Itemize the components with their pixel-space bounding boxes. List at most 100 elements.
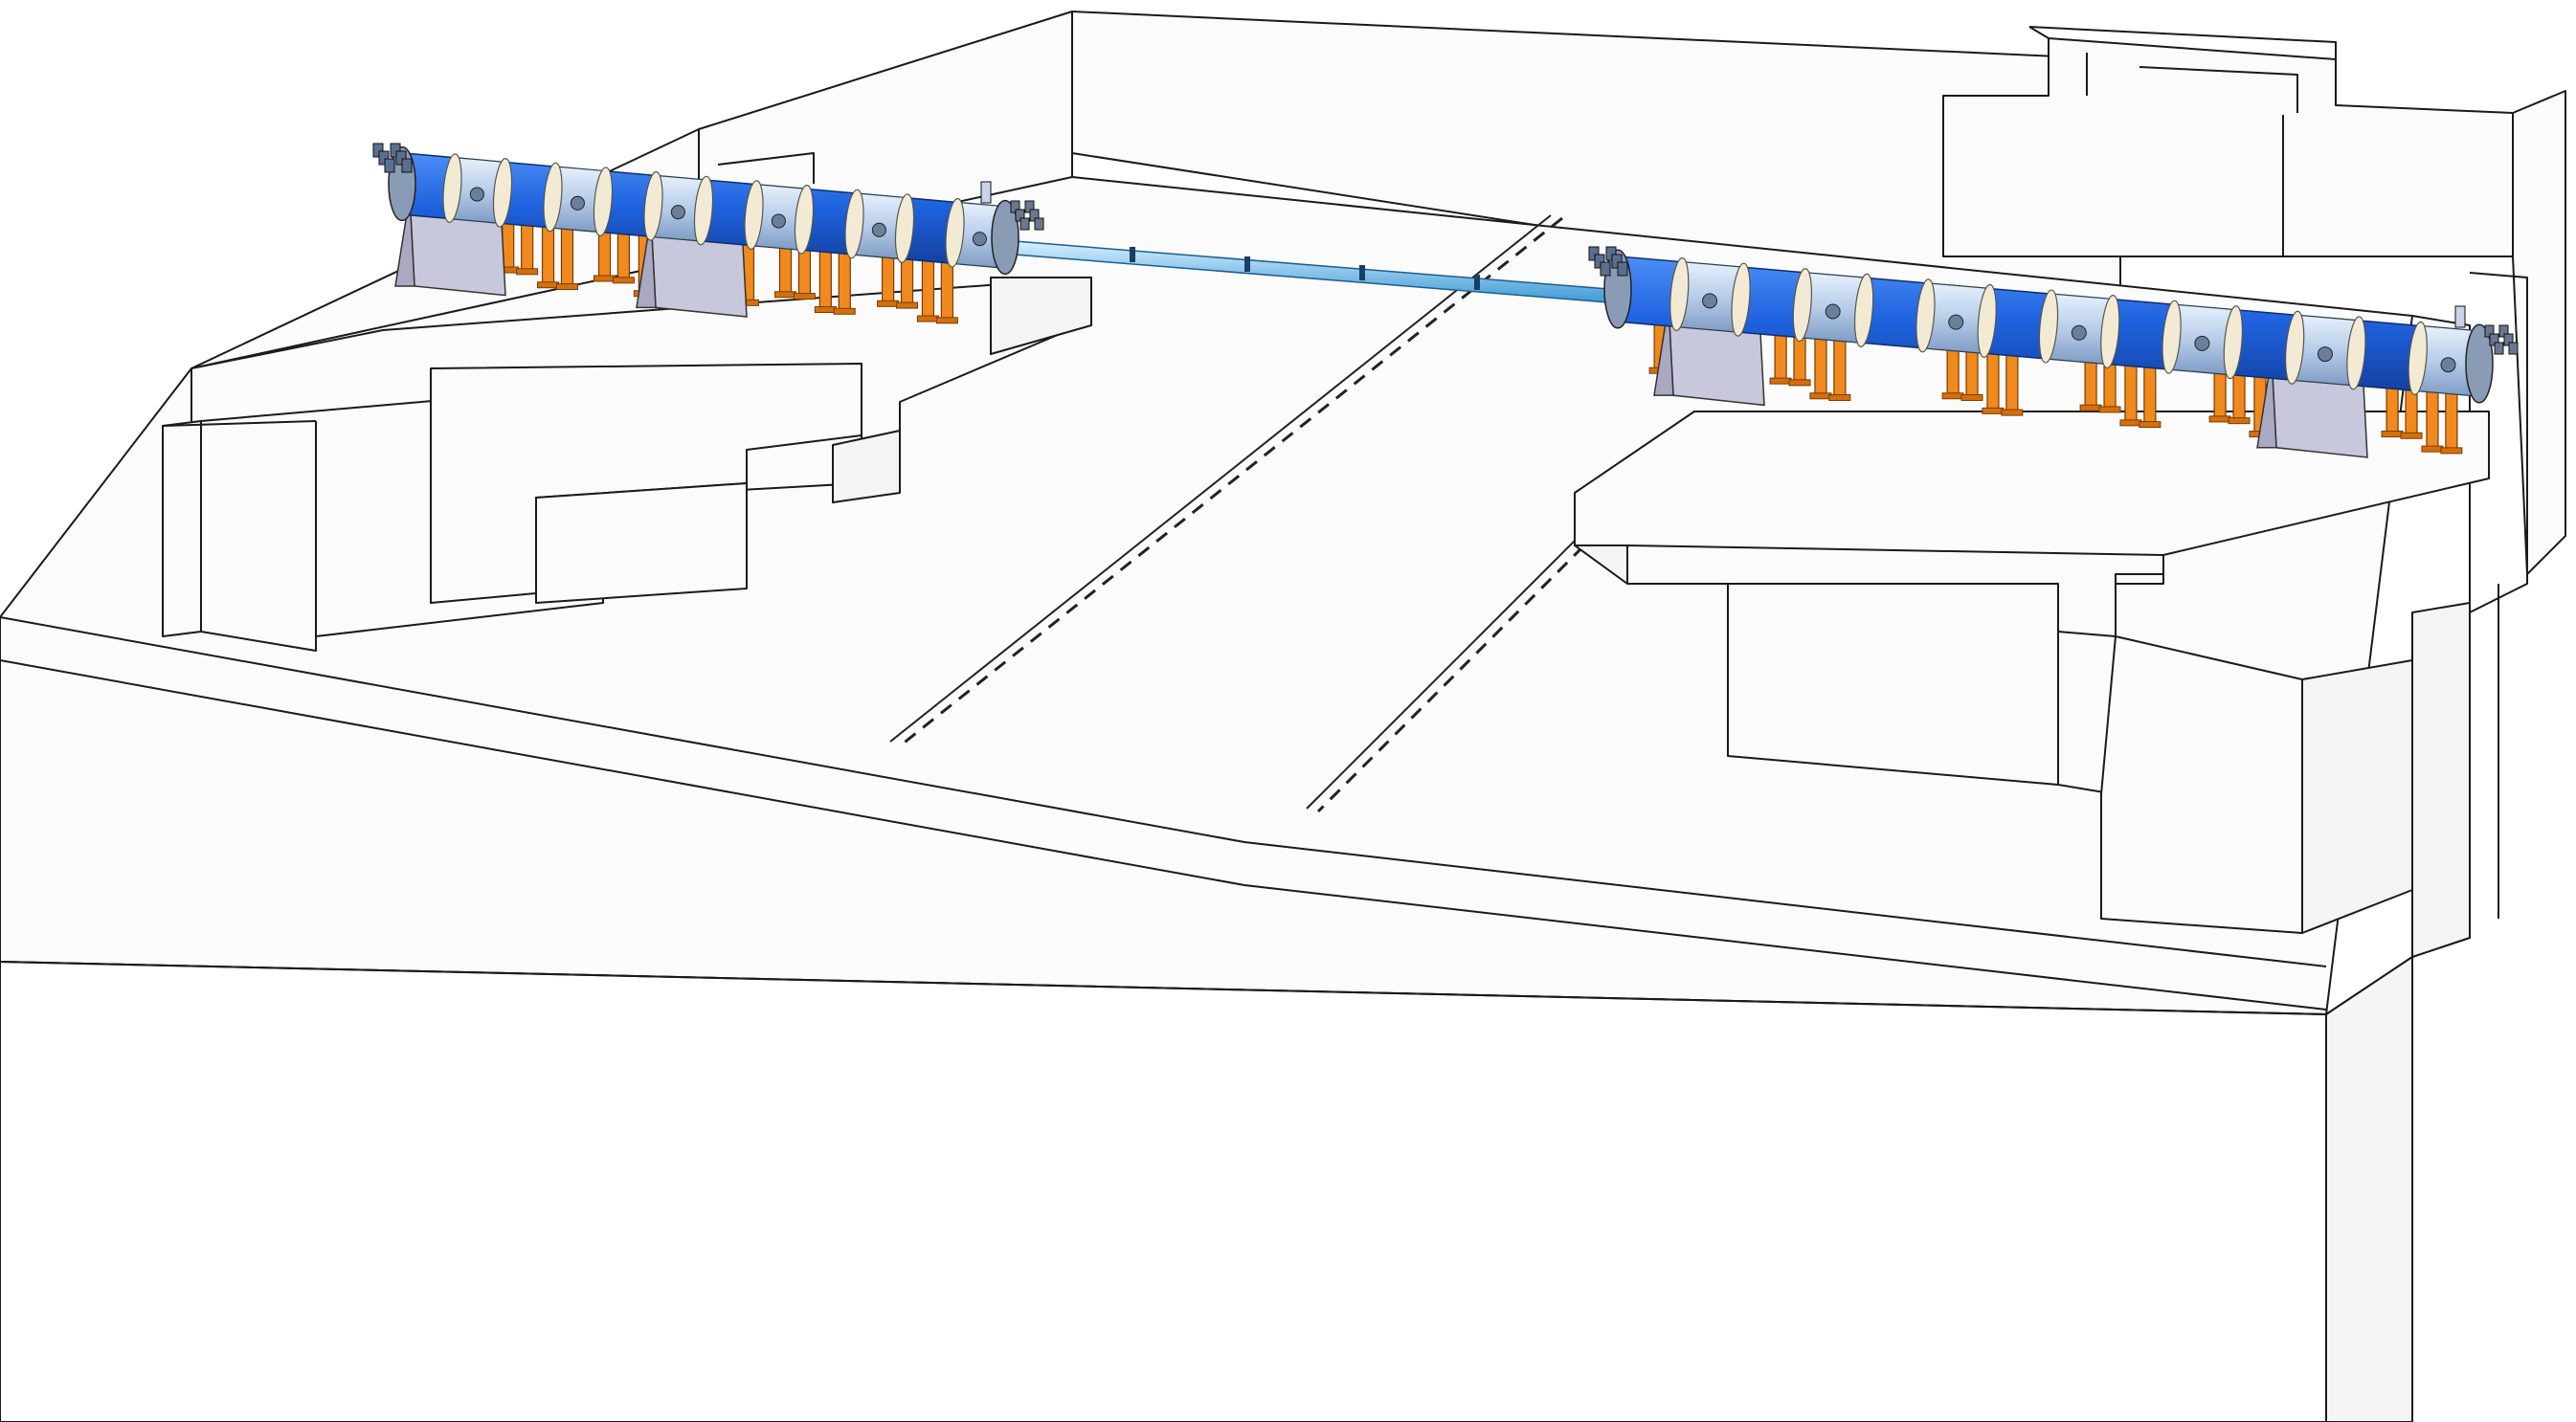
support-foot <box>2400 432 2423 439</box>
support-foot <box>877 300 900 307</box>
support-foot <box>2139 421 2162 429</box>
support-foot <box>555 283 578 291</box>
flange-ring <box>1669 257 1690 332</box>
instrument-box <box>1600 261 1611 277</box>
instrument-box <box>2508 342 2519 355</box>
vertical-port <box>2454 305 2466 328</box>
instrument-box <box>1594 254 1605 269</box>
end-cap <box>991 199 1019 276</box>
instrument-box <box>1034 217 1044 231</box>
support-foot <box>833 307 856 315</box>
instrument-box <box>1611 254 1623 269</box>
right-tower <box>1942 37 2514 257</box>
instrument-box <box>401 158 413 173</box>
viewport <box>2317 346 2333 363</box>
support-foot <box>2421 445 2444 453</box>
flange-ring <box>2162 300 2182 374</box>
viewport <box>1948 314 1964 330</box>
support-foot <box>1982 407 2005 414</box>
right-wall <box>2512 90 2566 575</box>
support-foot <box>2098 406 2121 413</box>
flange-ring <box>1977 283 1997 358</box>
cradle-side <box>394 194 415 287</box>
support-foot <box>935 317 958 324</box>
instrument-box <box>390 143 401 158</box>
flange-ring <box>2223 305 2244 380</box>
viewport <box>771 213 786 229</box>
flange-ring <box>693 175 714 246</box>
support-foot <box>2228 417 2251 425</box>
support-foot <box>774 291 797 299</box>
viewport <box>469 187 484 202</box>
support-foot <box>2119 419 2142 427</box>
instrument-box <box>378 150 390 166</box>
flange-ring <box>744 180 764 250</box>
flange-ring <box>492 158 513 228</box>
instrument-box <box>1019 217 1030 231</box>
viewport <box>2071 324 2087 341</box>
viewport <box>1702 293 1718 309</box>
flange-ring <box>593 167 614 236</box>
viewport <box>871 222 886 237</box>
instrument-box <box>1617 261 1628 277</box>
flange-ring <box>1853 273 1874 347</box>
flange-ring <box>844 189 864 259</box>
viewport <box>2194 335 2210 351</box>
viewport <box>1825 303 1841 320</box>
left-pit <box>162 277 1092 652</box>
support-foot <box>516 268 539 276</box>
left-vacuum-line <box>372 143 1044 324</box>
cradle-side <box>1653 304 1674 396</box>
support-foot <box>612 277 635 284</box>
slab-front <box>0 961 2327 1422</box>
flange-ring <box>2100 295 2120 369</box>
support-foot <box>1788 379 1811 387</box>
instrument-box <box>384 158 395 173</box>
flange-ring <box>1731 262 1751 337</box>
viewport <box>570 195 585 211</box>
right-pit <box>1574 411 2490 958</box>
support-foot <box>916 315 939 322</box>
instrument-box <box>395 150 407 166</box>
flange-ring <box>2038 289 2059 364</box>
support-foot <box>793 293 816 300</box>
end-cap <box>2465 323 2494 404</box>
support-foot <box>2381 431 2404 438</box>
support-foot <box>1960 393 1983 401</box>
vertical-port <box>980 181 992 204</box>
flange-ring <box>1792 268 1813 343</box>
support-foot <box>2208 415 2231 423</box>
flange-ring <box>2408 321 2428 395</box>
flange-ring <box>643 171 663 241</box>
support-foot <box>1809 392 1832 400</box>
support-foot <box>594 275 616 282</box>
flange-ring <box>442 153 462 223</box>
flange-ring <box>1915 278 1936 353</box>
instrument-box <box>1588 246 1600 261</box>
viewport <box>2440 357 2456 373</box>
support-foot <box>2001 409 2024 416</box>
support-foot <box>1769 377 1792 385</box>
support-foot <box>1941 392 1964 400</box>
viewport <box>670 205 685 220</box>
support-foot <box>2440 447 2463 455</box>
flange-ring <box>2346 316 2366 390</box>
flange-ring <box>543 162 563 233</box>
instrument-box <box>372 143 384 158</box>
instrument-box <box>1605 246 1617 261</box>
support-foot <box>814 306 837 314</box>
cradle-side <box>2256 356 2277 449</box>
flange-ring <box>945 198 965 268</box>
viewport <box>972 232 987 247</box>
flange-ring <box>2284 310 2305 385</box>
support-foot <box>896 301 919 309</box>
right-vacuum-line <box>1588 246 2519 458</box>
flange-ring <box>894 193 915 263</box>
instrument-box <box>2494 342 2504 355</box>
support-foot <box>537 281 560 289</box>
support-foot <box>2079 404 2102 411</box>
support-foot <box>1828 393 1851 401</box>
flange-ring <box>794 185 815 255</box>
